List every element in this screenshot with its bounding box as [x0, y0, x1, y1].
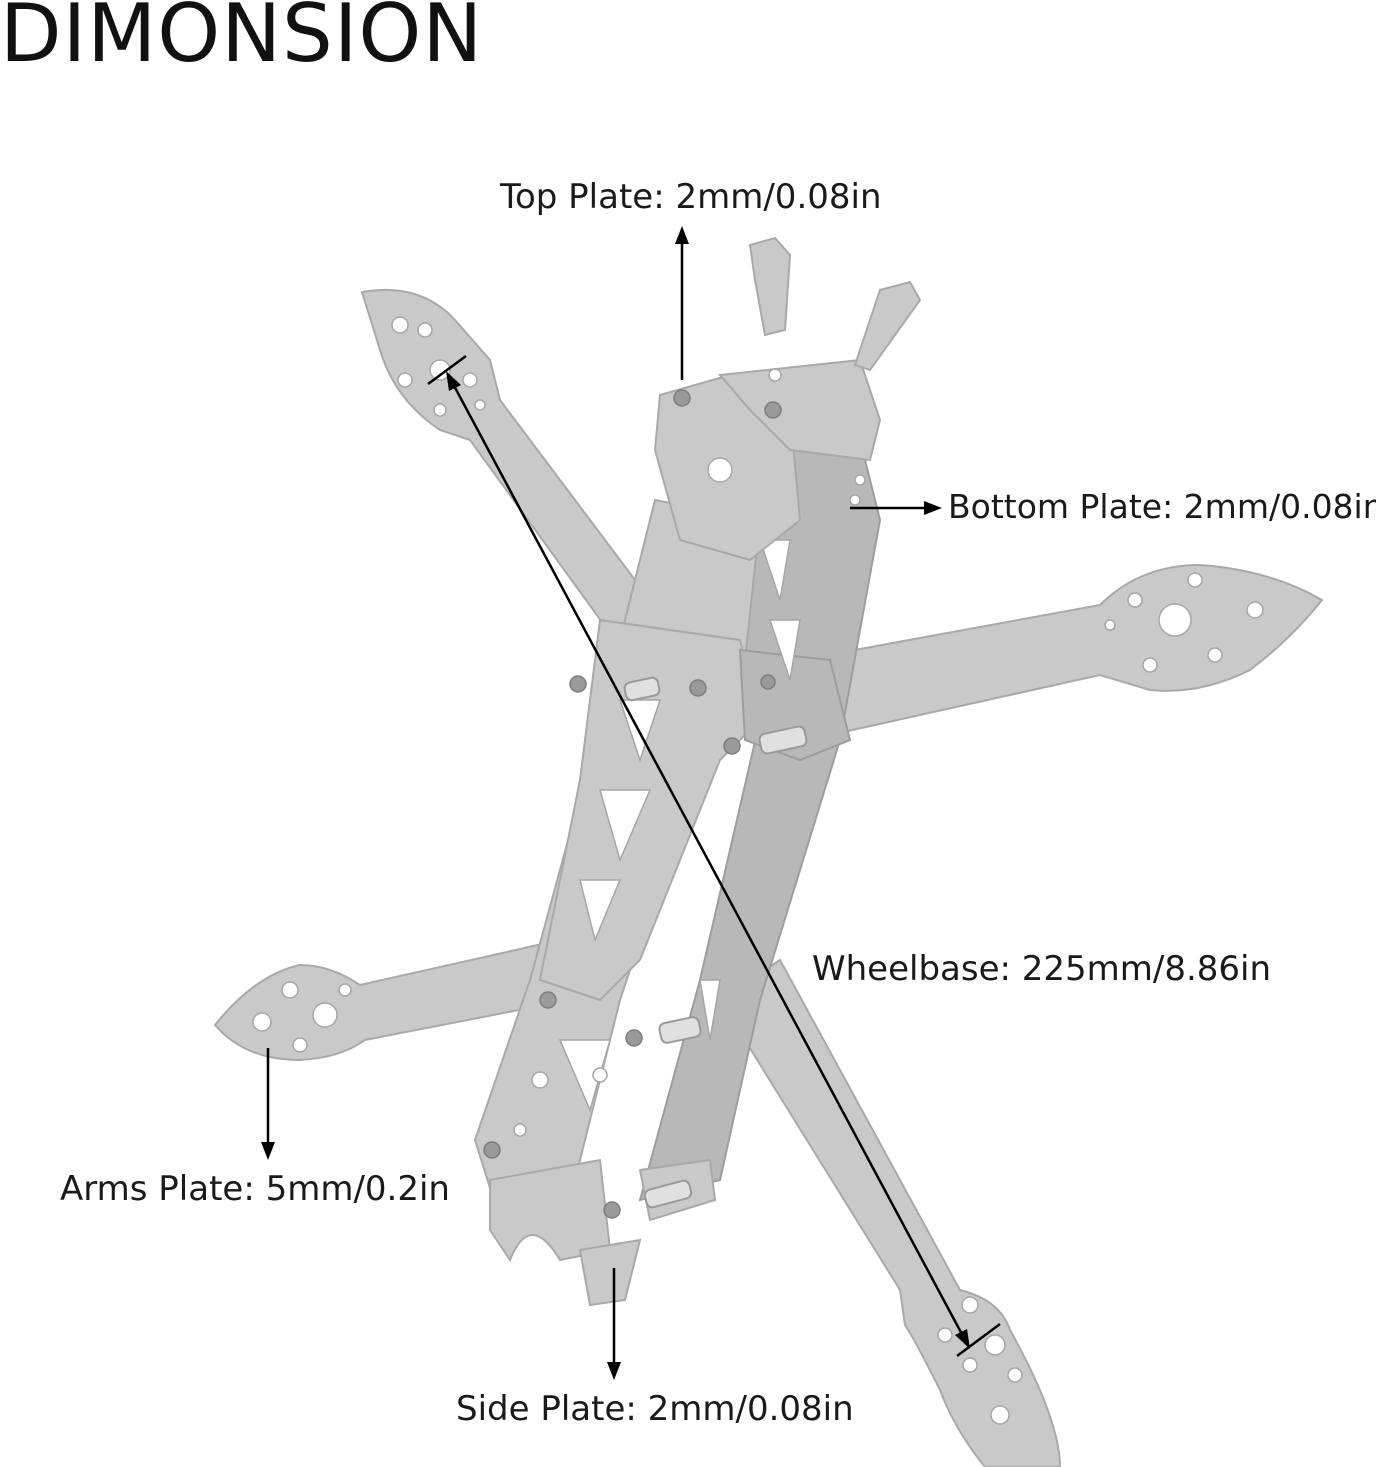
- frame-body: [473, 236, 922, 1307]
- top-plate-arrow: [675, 226, 689, 380]
- page-title: DIMONSION: [0, 0, 484, 80]
- bottom-plate-label: Bottom Plate: 2mm/0.08in: [948, 487, 1376, 526]
- top-plate-label: Top Plate: 2mm/0.08in: [500, 177, 882, 217]
- wheelbase-label: Wheelbase: 225mm/8.86in: [812, 949, 1272, 989]
- arm-bottom-left: [213, 938, 572, 1062]
- wheelbase-arrow: [427, 354, 1001, 1358]
- arm-top-left: [360, 288, 652, 642]
- side-plate-arrow: [607, 1268, 621, 1380]
- side-plate-label: Side Plate: 2mm/0.08in: [456, 1389, 854, 1429]
- bottom-plate-arrow: [850, 501, 942, 515]
- arm-right: [798, 563, 1324, 737]
- arms-plate-label: Arms Plate: 5mm/0.2in: [60, 1169, 450, 1209]
- arms-plate-arrow: [261, 1048, 275, 1160]
